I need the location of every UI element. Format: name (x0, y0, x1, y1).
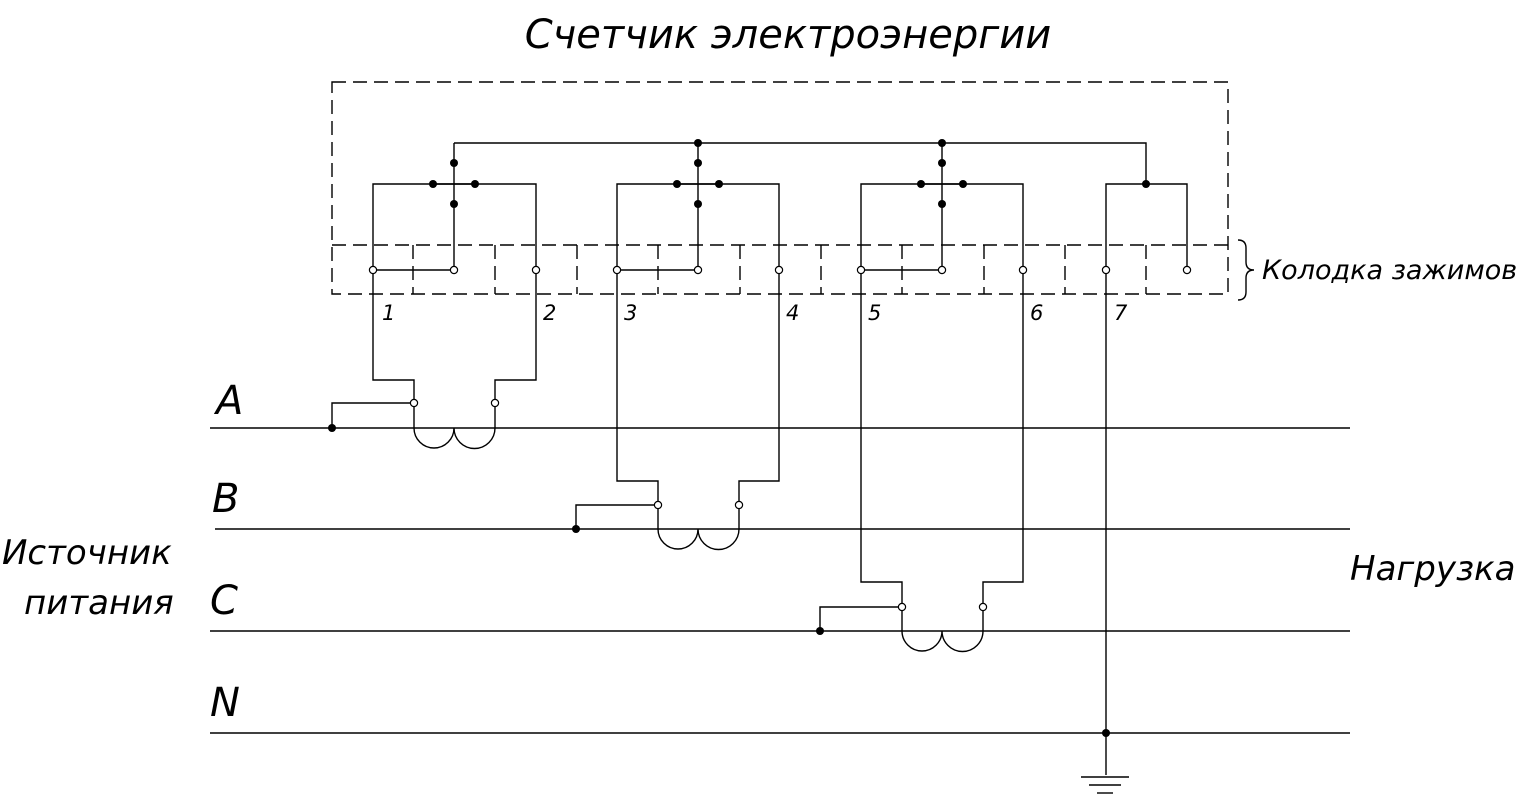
phase-label-b: B (212, 476, 239, 522)
phase-label-c: C (210, 578, 238, 624)
terminal-block-label: Колодка зажимов (1262, 255, 1517, 286)
junction-dots (429, 139, 1150, 208)
terminal-number-2: 2 (543, 301, 556, 325)
current-transformer-b (572, 270, 780, 551)
terminal-number-1: 1 (382, 301, 395, 325)
terminal-number-7: 7 (1114, 301, 1128, 325)
phase-label-a: A (213, 378, 243, 424)
terminal-number-6: 6 (1030, 301, 1043, 325)
terminal-numbers: 1 2 3 4 5 6 7 (382, 301, 1128, 325)
diagram-title: Счетчик электроэнергии (525, 12, 1052, 58)
terminal-number-5: 5 (868, 301, 881, 325)
phase-lines (210, 427, 1350, 734)
terminal-number-3: 3 (624, 301, 637, 325)
load-label: Нагрузка (1350, 549, 1515, 589)
terminal-number-4: 4 (786, 301, 799, 325)
phase-label-n: N (210, 680, 240, 726)
current-transformer-c (816, 270, 1024, 653)
source-label-line1: Источник (2, 533, 172, 573)
neutral-ground-connection (1102, 270, 1110, 775)
meter-enclosure (331, 81, 1229, 295)
terminal-contacts (368, 265, 1192, 612)
current-transformer-a (328, 270, 537, 450)
voltage-bus-line (454, 142, 1147, 184)
source-label-line2: питания (24, 583, 174, 623)
ground-icon (1081, 776, 1129, 794)
terminal-block-brace (1237, 239, 1255, 301)
